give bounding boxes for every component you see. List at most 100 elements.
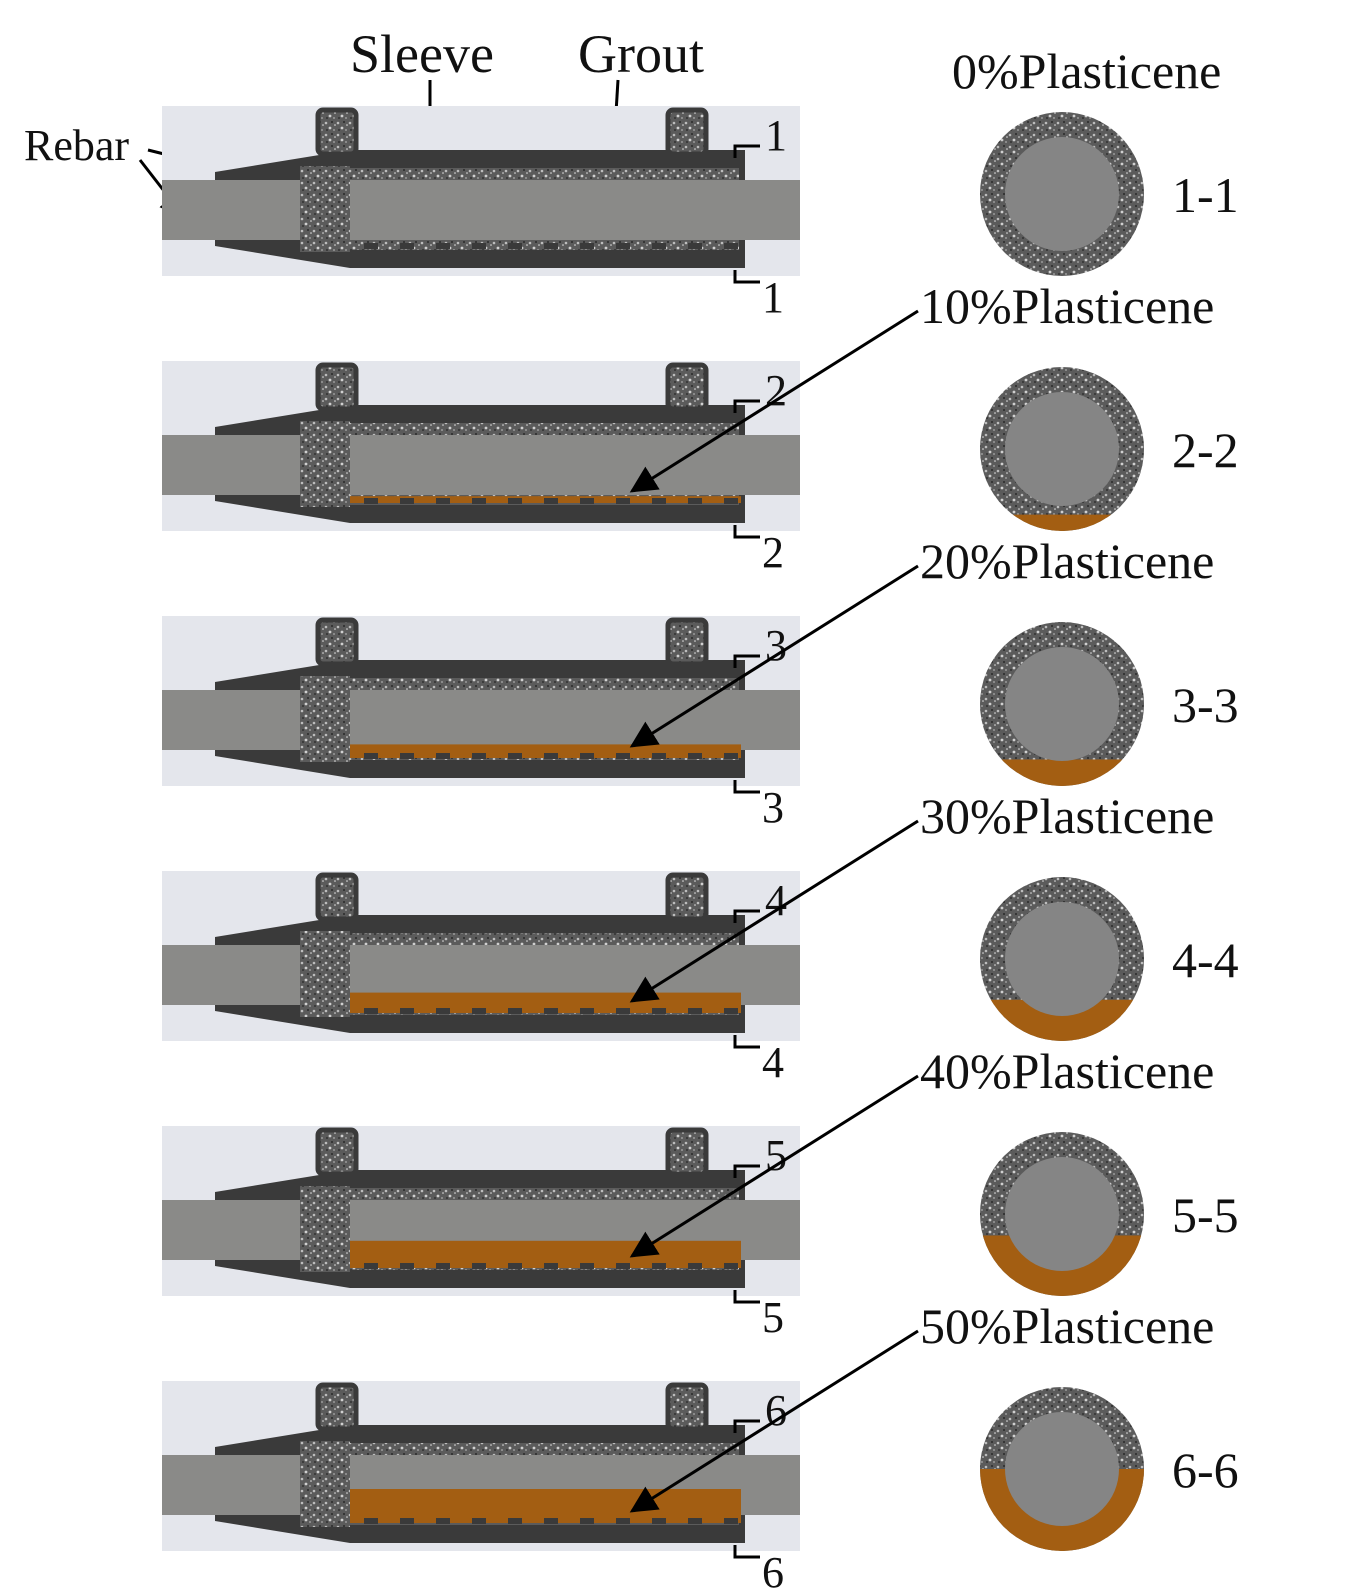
cross-section-plasticene bbox=[1012, 514, 1112, 531]
plasticene-percent-label: 10%Plasticene bbox=[920, 278, 1214, 334]
cross-section-rebar bbox=[1005, 137, 1119, 251]
sleeve-rib bbox=[616, 1008, 630, 1014]
sleeve-rib bbox=[436, 498, 450, 504]
sleeve-rib bbox=[364, 1518, 378, 1524]
sleeve-rib bbox=[688, 498, 702, 504]
sleeve-rib bbox=[724, 1263, 738, 1269]
rebar-left bbox=[162, 435, 300, 495]
sleeve-rib bbox=[652, 498, 666, 504]
sleeve-rib bbox=[508, 753, 522, 759]
sleeve-rib bbox=[508, 498, 522, 504]
grout-label: Grout bbox=[578, 24, 704, 84]
section-label: 3-3 bbox=[1172, 677, 1239, 733]
grout-inlet-port bbox=[315, 1382, 359, 1432]
section-label: 5-5 bbox=[1172, 1187, 1239, 1243]
rebar-left bbox=[162, 945, 300, 1005]
section-mark-bottom bbox=[733, 780, 760, 794]
sleeve-rib bbox=[508, 1518, 522, 1524]
sleeve-rib bbox=[544, 753, 558, 759]
grout-inlet-port bbox=[315, 1127, 359, 1177]
cross-section-plasticene bbox=[1001, 759, 1123, 786]
cross-section-rebar bbox=[1005, 902, 1119, 1016]
row-50-plasticene: 666-650%Plasticene bbox=[162, 1298, 1239, 1590]
section-mark-bottom bbox=[733, 525, 760, 539]
plasticene-arrow bbox=[629, 1074, 919, 1258]
section-mark-top bbox=[733, 909, 760, 923]
sleeve-rib bbox=[472, 243, 486, 249]
grout-outlet-port bbox=[665, 107, 709, 157]
section-mark-top-label: 1 bbox=[765, 111, 787, 160]
row-0-plasticene: 111-10%Plasticene bbox=[162, 43, 1239, 322]
grout-outlet-port bbox=[665, 617, 709, 667]
sleeve-rib bbox=[724, 1518, 738, 1524]
grout-plug bbox=[300, 1186, 350, 1272]
sleeve-rib bbox=[580, 1518, 594, 1524]
section-mark-bottom-label: 5 bbox=[762, 1293, 784, 1342]
row-10-plasticene: 222-210%Plasticene bbox=[162, 278, 1239, 577]
section-mark-top-label: 4 bbox=[765, 876, 787, 925]
sleeve-rib bbox=[688, 1518, 702, 1524]
rebar-right bbox=[350, 435, 800, 495]
plasticene-percent-label: 30%Plasticene bbox=[920, 788, 1214, 844]
sleeve-rib bbox=[436, 1008, 450, 1014]
sleeve-label: Sleeve bbox=[350, 24, 494, 84]
section-mark-top-label: 6 bbox=[765, 1386, 787, 1435]
rebar-left bbox=[162, 690, 300, 750]
sleeve-rib bbox=[616, 1263, 630, 1269]
grout-inlet-port bbox=[315, 362, 359, 412]
sleeve-rib bbox=[580, 753, 594, 759]
sleeve-rib bbox=[580, 243, 594, 249]
sleeve-rib bbox=[688, 243, 702, 249]
section-mark-bottom-label: 1 bbox=[762, 273, 784, 322]
sleeve-rib bbox=[364, 243, 378, 249]
section-label: 1-1 bbox=[1172, 167, 1239, 223]
plasticene-band bbox=[350, 1489, 741, 1523]
sleeve-rib bbox=[544, 1008, 558, 1014]
row-30-plasticene: 444-430%Plasticene bbox=[162, 788, 1239, 1087]
grout-outlet-port bbox=[665, 1382, 709, 1432]
grout-plug bbox=[300, 421, 350, 507]
section-mark-bottom bbox=[733, 1035, 760, 1049]
grout-plug bbox=[300, 1441, 350, 1527]
sleeve-rib bbox=[364, 1008, 378, 1014]
rebar-left bbox=[162, 1200, 300, 1260]
rebar-right bbox=[350, 690, 800, 750]
sleeve-rib bbox=[508, 1263, 522, 1269]
sleeve-rib bbox=[400, 498, 414, 504]
sleeve-rib bbox=[688, 1263, 702, 1269]
sleeve-rib bbox=[724, 498, 738, 504]
sleeve-rib bbox=[472, 1263, 486, 1269]
row-20-plasticene: 333-320%Plasticene bbox=[162, 533, 1239, 832]
sleeve-rib bbox=[400, 1008, 414, 1014]
plasticene-arrow bbox=[629, 1329, 919, 1513]
diagram-rows: 111-10%Plasticene222-210%Plasticene333-3… bbox=[162, 43, 1239, 1590]
sleeve-rib bbox=[400, 1263, 414, 1269]
section-mark-top-label: 5 bbox=[765, 1131, 787, 1180]
grout-plug bbox=[300, 166, 350, 252]
sleeve-rib bbox=[472, 753, 486, 759]
sleeve-rib bbox=[544, 498, 558, 504]
sleeve-rib bbox=[472, 1008, 486, 1014]
sleeve-rib bbox=[724, 243, 738, 249]
grout-inlet-port bbox=[315, 872, 359, 922]
sleeve-rib bbox=[652, 1263, 666, 1269]
section-mark-bottom-label: 3 bbox=[762, 783, 784, 832]
sleeve-rib bbox=[544, 1263, 558, 1269]
section-mark-top bbox=[733, 399, 760, 413]
plasticene-percent-label: 40%Plasticene bbox=[920, 1043, 1214, 1099]
plasticene-percent-label: 50%Plasticene bbox=[920, 1298, 1214, 1354]
section-label: 2-2 bbox=[1172, 422, 1239, 478]
sleeve-rib bbox=[544, 1518, 558, 1524]
sleeve-rib bbox=[508, 243, 522, 249]
sleeve-rib bbox=[580, 498, 594, 504]
sleeve-rib bbox=[652, 753, 666, 759]
sleeve-rib bbox=[544, 243, 558, 249]
grout-inlet-port bbox=[315, 107, 359, 157]
sleeve-rib bbox=[724, 1008, 738, 1014]
plasticene-arrow bbox=[629, 564, 919, 748]
section-mark-bottom bbox=[733, 1290, 760, 1304]
grout-plug bbox=[300, 676, 350, 762]
section-mark-top bbox=[733, 1419, 760, 1433]
sleeve-rib bbox=[436, 243, 450, 249]
sleeve-rib bbox=[652, 1518, 666, 1524]
